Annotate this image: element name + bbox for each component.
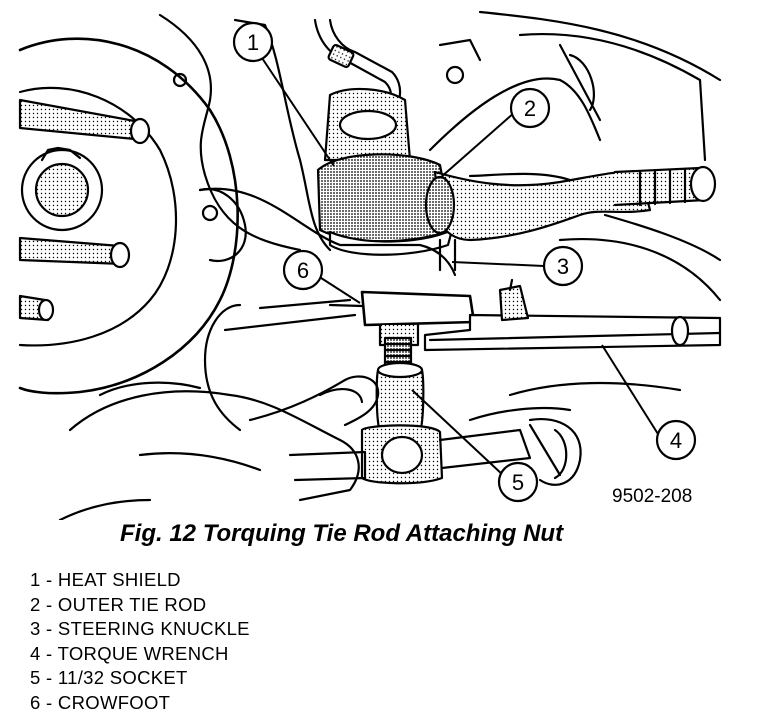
callout-4-number: 4 [670, 428, 682, 453]
leader-lines [261, 57, 659, 477]
extension-bar [288, 428, 532, 482]
legend-item: 6 - CROWFOOT [30, 691, 171, 713]
callout-5: 5 [497, 461, 539, 503]
control-arm [428, 10, 722, 162]
leader-5 [411, 389, 505, 477]
suspension-illustration: 1 2 3 4 5 6 [18, 10, 722, 520]
lower-bar [203, 298, 357, 432]
callout-1-number: 1 [247, 30, 259, 55]
callout-2-number: 2 [524, 96, 536, 121]
callout-2: 2 [509, 87, 551, 129]
torque-wrench [423, 278, 722, 352]
strut-mount [323, 38, 482, 162]
steering-knuckle [198, 187, 722, 302]
wrench-grip [468, 381, 682, 486]
legend-item: 5 - 11/32 SOCKET [30, 667, 188, 689]
figure-id: 9502-208 [612, 486, 693, 507]
socket [360, 361, 444, 485]
callouts: 1 2 3 4 5 6 [232, 21, 697, 503]
legend-item: 4 - TORQUE WRENCH [30, 642, 229, 664]
wheel-studs [18, 98, 151, 322]
outer-tie-rod [424, 165, 717, 242]
leader-1 [261, 57, 335, 167]
knuckle-body [158, 13, 332, 263]
legend-item: 1 - HEAT SHIELD [30, 569, 181, 590]
callout-4: 4 [655, 419, 697, 461]
legend-list: 1 - HEAT SHIELD 2 - OUTER TIE ROD 3 - ST… [30, 568, 250, 716]
figure-caption: Fig. 12 Torquing Tie Rod Attaching Nut [120, 520, 564, 547]
legend-item: 3 - STEERING KNUCKLE [30, 618, 250, 640]
hand [58, 375, 380, 520]
callout-5-number: 5 [512, 470, 524, 495]
callout-6-number: 6 [297, 258, 309, 283]
legend-item: 2 - OUTER TIE ROD [30, 593, 207, 615]
leader-6 [317, 275, 361, 304]
brake-rotor [18, 37, 239, 395]
callout-3-number: 3 [557, 254, 569, 279]
leader-2 [439, 111, 516, 179]
callout-1: 1 [232, 21, 274, 63]
leader-4 [601, 344, 659, 435]
callout-3: 3 [542, 245, 584, 287]
leader-3 [451, 261, 545, 267]
callout-6: 6 [282, 249, 324, 291]
heat-shield [316, 153, 454, 256]
